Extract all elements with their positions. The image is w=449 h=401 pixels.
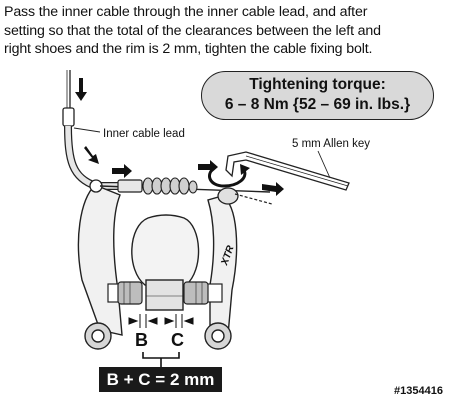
allen-key-icon [225, 151, 350, 191]
cable-boot [142, 177, 198, 195]
figure-id: #1354416 [394, 385, 443, 397]
left-brake-arm [77, 184, 123, 350]
instruction-text: Pass the inner cable through the inner c… [4, 3, 448, 59]
right-brake-shoe [183, 281, 223, 305]
clearance-c-marker [164, 314, 194, 328]
torque-value: 6 – 8 Nm {52 – 69 in. lbs.} [224, 96, 411, 113]
inner-cable [66, 70, 71, 110]
allen-key-arrow-icon [262, 182, 284, 196]
rotate-arrow-icon [208, 166, 247, 188]
cable-fixing-bolt [217, 187, 239, 205]
inner-cable-lead-label: Inner cable lead [103, 128, 185, 140]
clearance-result-box: B + C = 2 mm [99, 367, 222, 392]
rim [131, 214, 200, 311]
clearance-bracket [142, 352, 180, 367]
instruction-line-2: setting so that the total of the clearan… [4, 22, 381, 39]
left-brake-shoe [107, 281, 143, 305]
lead-arrow-icon [84, 146, 99, 164]
allen-key-label: 5 mm Allen key [292, 138, 370, 150]
clearance-c-label: C [171, 330, 184, 350]
right-arrow-icon [112, 164, 132, 178]
tightening-torque-callout: Tightening torque: 6 – 8 Nm {52 – 69 in.… [201, 71, 434, 120]
instruction-line-3: right shoes and the rim is 2 mm, tighten… [4, 41, 373, 58]
cable-ferrule [62, 107, 75, 127]
right-brake-arm [204, 195, 238, 350]
clearance-b-marker [128, 314, 158, 328]
cable-guide [117, 179, 143, 193]
down-arrow-icon [75, 78, 87, 101]
torque-heading: Tightening torque: [249, 76, 386, 93]
instruction-line-1: Pass the inner cable through the inner c… [4, 4, 368, 20]
clearance-b-label: B [135, 330, 148, 350]
right-arrow-icon-2 [198, 160, 218, 174]
